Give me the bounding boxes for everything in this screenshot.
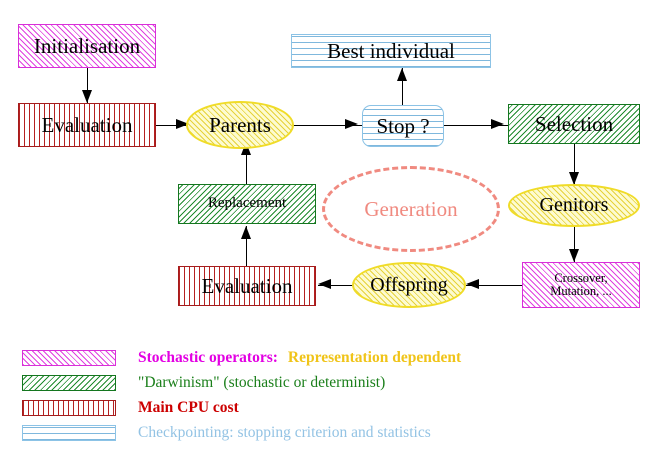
arrowhead-down-crossover	[569, 249, 579, 262]
legend-label-main-cpu-cost: Main CPU cost	[138, 398, 239, 416]
connector-parents-to-stop	[292, 125, 362, 127]
arrowhead-left-offspring	[466, 279, 479, 289]
node-genitors-label: Genitors	[539, 194, 609, 216]
arrowhead-up-best-individual	[397, 68, 407, 81]
node-stop[interactable]: Stop ?	[362, 105, 444, 147]
node-offspring-label: Offspring	[370, 273, 448, 296]
connector-stop-to-best-individual	[402, 68, 404, 108]
node-crossover-mutation[interactable]: Crossover, Mutation, ...	[522, 262, 640, 308]
connector-genitors-to-crossover	[574, 226, 576, 262]
node-evaluation-top[interactable]: Evaluation	[18, 103, 156, 147]
node-generation-label: Generation	[364, 196, 458, 221]
legend-swatch-magenta-hatch	[22, 349, 116, 366]
node-best-individual-label: Best individual	[327, 38, 455, 63]
arrowhead-up-replacement	[241, 226, 251, 239]
legend-label-checkpointing: Checkpointing: stopping criterion and st…	[138, 423, 431, 441]
node-replacement-label: Replacement	[207, 195, 287, 212]
node-evaluation-bottom-label: Evaluation	[201, 273, 293, 298]
node-genitors[interactable]: Genitors	[508, 184, 640, 227]
node-generation: Generation	[322, 166, 500, 252]
connector-selection-to-genitors	[574, 143, 576, 185]
node-initialisation[interactable]: Initialisation	[18, 24, 156, 68]
arrowhead-right-selection	[491, 119, 504, 129]
node-selection[interactable]: Selection	[508, 104, 640, 144]
legend-label-darwinism: "Darwinism" (stochastic or determinist)	[138, 373, 386, 391]
connector-crossover-to-offspring	[466, 285, 523, 287]
node-best-individual[interactable]: Best individual	[291, 34, 491, 68]
arrowhead-right-parents	[176, 119, 189, 129]
arrowhead-right-stop	[345, 119, 358, 129]
node-parents[interactable]: Parents	[186, 101, 294, 149]
connector-initialisation-to-evaluation	[87, 67, 89, 103]
node-crossover-mutation-label: Crossover, Mutation, ...	[550, 270, 612, 298]
connector-replacement-to-parents	[246, 142, 248, 184]
legend: Stochastic operators: Representation depe…	[22, 345, 461, 445]
connector-stop-to-selection	[444, 125, 509, 127]
node-stop-label: Stop ?	[376, 113, 430, 138]
legend-row-main-cpu-cost: Main CPU cost	[22, 395, 461, 420]
arrowhead-down-genitors	[569, 172, 579, 185]
legend-row-darwinism: "Darwinism" (stochastic or determinist)	[22, 370, 461, 395]
node-parents-label: Parents	[209, 112, 271, 137]
legend-swatch-red-vertical	[22, 399, 116, 416]
connector-evaluation-to-replacement	[246, 226, 248, 268]
arrowhead-down-evaluation-top	[82, 90, 92, 103]
legend-row-stochastic-operators: Stochastic operators: Representation depe…	[22, 345, 461, 370]
legend-text-stochastic-operators: Stochastic operators: Representation depe…	[138, 349, 461, 367]
node-replacement[interactable]: Replacement	[178, 184, 316, 224]
legend-label-representation-dependent: Representation dependent	[287, 348, 462, 366]
node-selection-label: Selection	[534, 111, 614, 136]
node-initialisation-label: Initialisation	[33, 33, 141, 58]
arrowhead-left-evaluation-bottom	[318, 279, 331, 289]
connector-offspring-to-evaluation	[318, 285, 372, 287]
node-evaluation-top-label: Evaluation	[41, 112, 133, 137]
node-evaluation-bottom[interactable]: Evaluation	[178, 266, 316, 306]
legend-row-checkpointing: Checkpointing: stopping criterion and st…	[22, 420, 461, 445]
legend-swatch-blue-horizontal	[22, 424, 116, 441]
node-offspring[interactable]: Offspring	[352, 262, 466, 308]
legend-label-stochastic-operators: Stochastic operators:	[138, 348, 278, 366]
legend-swatch-green-hatch	[22, 374, 116, 391]
